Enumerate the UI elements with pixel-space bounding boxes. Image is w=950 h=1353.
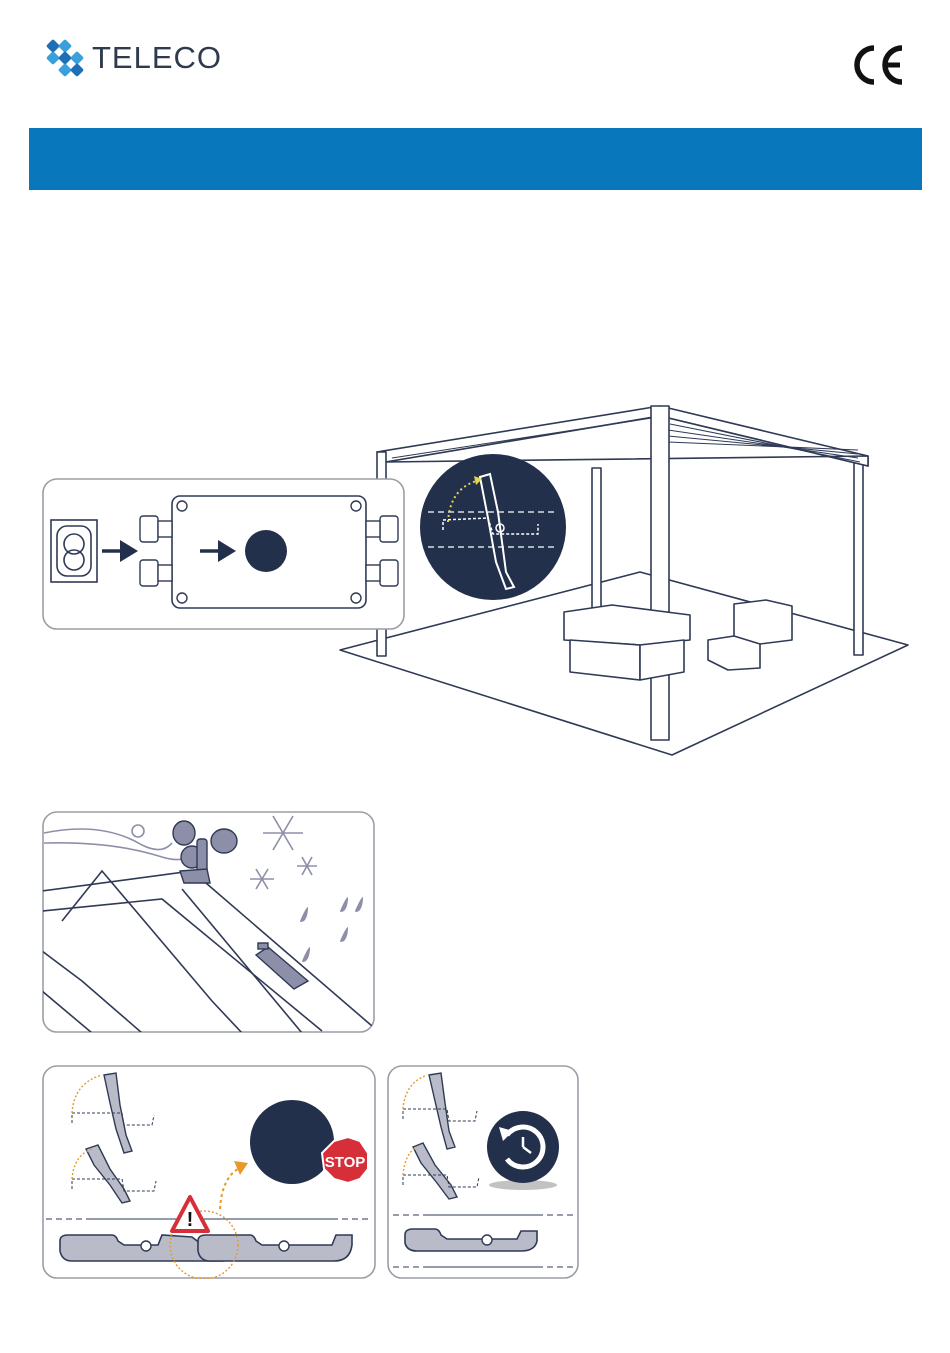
louver-rotation-detail-icon <box>418 452 568 602</box>
brand-name: TELECO <box>92 38 222 78</box>
power-to-junction-box-illustration <box>42 478 405 630</box>
louver-timer-illustration <box>387 1065 579 1279</box>
warning-symbol: ! <box>187 1209 194 1231</box>
ce-mark-icon <box>848 40 908 90</box>
stop-sign-label: STOP <box>325 1154 366 1171</box>
louver-collision-stop-illustration: ! STOP <box>42 1065 376 1279</box>
header-band <box>29 128 922 190</box>
wind-rain-snow-sensors-illustration <box>42 811 375 1033</box>
teleco-logo-icon <box>46 38 90 80</box>
